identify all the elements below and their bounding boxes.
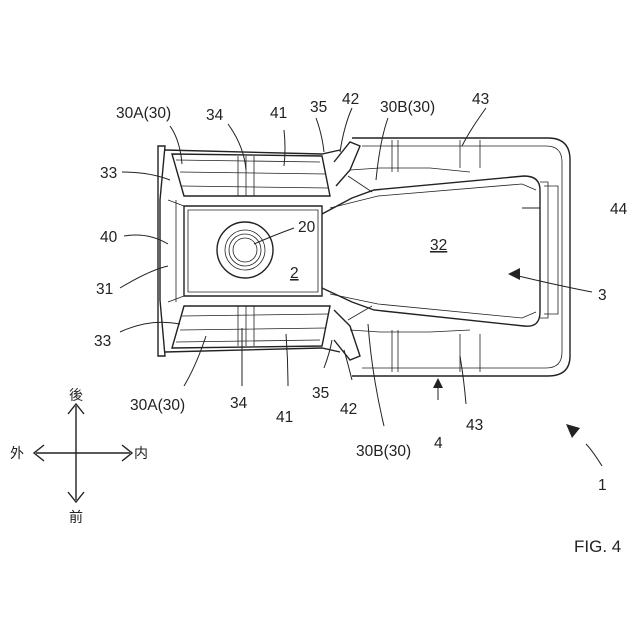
label-2: 2 [290,265,299,282]
label-20: 20 [298,219,316,236]
label-44: 44 [610,201,628,218]
arrow-1-head [566,424,580,438]
boss-44-inner [544,186,558,314]
boss-20-ring [225,230,265,270]
label-43-top: 43 [472,91,489,108]
label-40: 40 [100,229,118,246]
label-42-bot: 42 [340,401,357,418]
label-35-top: 35 [310,99,327,116]
compass-back: 後 [69,388,83,404]
compass-front: 前 [69,509,83,526]
left-body-top [165,150,340,352]
label-34-top: 34 [206,107,224,124]
label-30A-top: 30A(30) [116,105,171,122]
compass-inner: 内 [134,446,148,462]
label-1: 1 [598,477,607,494]
label-33-bot: 33 [94,333,111,350]
label-43-bot: 43 [466,417,483,434]
wall-42-bottom [334,310,360,360]
label-30B-top: 30B(30) [380,99,435,116]
label-30A-bot: 30A(30) [130,397,185,414]
label-35-bot: 35 [312,385,329,402]
label-32: 32 [430,237,447,254]
compass-lines [36,406,130,500]
figure-label: FIG. 4 [574,537,621,556]
label-41-bot: 41 [276,409,293,426]
wall-30B-bottom [348,306,470,332]
label-30B-bot: 30B(30) [356,443,411,460]
label-4: 4 [434,435,443,452]
arrow-3-head [508,268,520,280]
label-3: 3 [598,287,607,304]
compass-outer: 外 [10,446,24,462]
label-42-top: 42 [342,91,359,108]
outer-body-outline [352,138,570,376]
lower-pocket-inner [176,314,328,342]
wall-30B-top [348,168,470,192]
arrow-4-head [433,378,443,388]
label-34-bot: 34 [230,395,248,412]
rib-34-41-lines [238,156,254,346]
side-wall-31 [168,200,184,302]
boss-20-hole [233,238,257,262]
upper-pocket-inner [176,160,328,188]
boss-20-ring2 [229,234,261,266]
label-41-top: 41 [270,105,287,122]
wall-42-top [334,142,360,186]
label-31: 31 [96,281,113,298]
boss-44 [540,182,548,318]
leaders [120,108,602,466]
rib-43-lines [392,140,480,372]
label-33-top: 33 [100,165,117,182]
